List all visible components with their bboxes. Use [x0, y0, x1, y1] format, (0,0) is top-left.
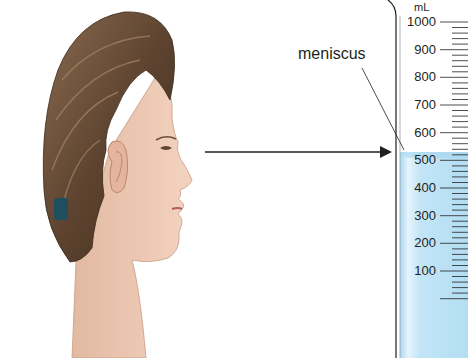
tick [440, 77, 468, 78]
scale-number: 900 [396, 43, 436, 56]
scale-number: 1000 [396, 15, 436, 28]
cylinder-wall [388, 0, 396, 358]
meniscus-label: meniscus [298, 46, 366, 62]
tick [452, 110, 468, 111]
sight-arrow [205, 151, 382, 153]
hair [43, 12, 174, 262]
tick [452, 88, 468, 89]
tick [452, 71, 468, 72]
tick [452, 259, 468, 260]
tick [452, 127, 468, 128]
unit-label: mL [414, 2, 429, 13]
scale-number: 200 [396, 236, 436, 249]
scale-number: 400 [396, 181, 436, 194]
tick [440, 22, 468, 23]
tick [452, 182, 468, 183]
tick [452, 116, 468, 117]
tick [452, 221, 468, 222]
tick [452, 143, 468, 144]
tick [452, 149, 468, 150]
tick [452, 254, 468, 255]
tick [452, 154, 468, 155]
tick [452, 282, 468, 283]
tick [452, 248, 468, 249]
tick [440, 215, 468, 216]
scale-number: 100 [396, 264, 436, 277]
tick [452, 293, 468, 294]
tick [452, 210, 468, 211]
tick [452, 82, 468, 83]
tick [452, 93, 468, 94]
tick [452, 138, 468, 139]
tick [452, 33, 468, 34]
tick [440, 271, 468, 272]
tick [452, 38, 468, 39]
tick [452, 226, 468, 227]
tick [452, 204, 468, 205]
scale-number: 600 [396, 126, 436, 139]
tick [452, 176, 468, 177]
tick [440, 243, 468, 244]
tick [452, 60, 468, 61]
leader-line [362, 68, 404, 150]
tick [452, 199, 468, 200]
graduation-ticks [440, 22, 468, 299]
tick [452, 121, 468, 122]
tick [440, 298, 468, 299]
tick [452, 193, 468, 194]
tick [452, 232, 468, 233]
hair-tie [54, 198, 68, 220]
tick [452, 66, 468, 67]
tick [452, 27, 468, 28]
tick [452, 287, 468, 288]
ear [108, 141, 128, 193]
scale-number: 700 [396, 98, 436, 111]
tick [452, 44, 468, 45]
tick [452, 99, 468, 100]
tick [452, 265, 468, 266]
tick [452, 171, 468, 172]
tick [440, 105, 468, 106]
tick [440, 132, 468, 133]
tick [440, 49, 468, 50]
tick [452, 165, 468, 166]
scale-number: 500 [396, 153, 436, 166]
tick [452, 237, 468, 238]
tick [440, 188, 468, 189]
tick [452, 276, 468, 277]
tick [440, 160, 468, 161]
scale-number: 300 [396, 209, 436, 222]
tick [452, 55, 468, 56]
scale-number: 800 [396, 70, 436, 83]
